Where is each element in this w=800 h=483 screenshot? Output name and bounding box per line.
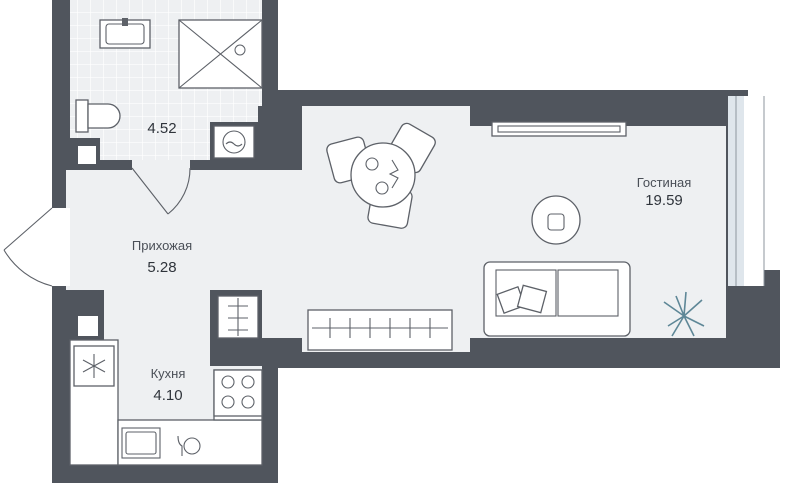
ottoman — [531, 195, 581, 245]
hallway-wardrobe — [217, 295, 259, 339]
dining-set — [326, 122, 436, 229]
sofa — [483, 261, 631, 337]
hallway-label: Прихожая — [132, 238, 192, 253]
fridge — [73, 345, 115, 387]
kitchen-area: 4.10 — [153, 387, 182, 404]
interior-walls — [66, 90, 746, 366]
bathroom-sink — [99, 18, 151, 49]
bathroom-door[interactable] — [131, 160, 191, 215]
hallway-area: 5.28 — [147, 259, 176, 276]
living-area: 19.59 — [645, 192, 683, 209]
shaft — [78, 146, 96, 164]
window — [728, 96, 765, 286]
washing-machine — [213, 125, 255, 159]
living-label: Гостиная — [637, 175, 692, 190]
tv — [491, 121, 627, 137]
kitchen-sink — [121, 427, 161, 459]
stove — [213, 369, 263, 417]
entrance-door[interactable] — [3, 207, 70, 287]
plant-icon — [663, 291, 705, 337]
toilet — [75, 99, 121, 133]
dish-icon — [177, 435, 201, 456]
shaft-kitchen — [78, 316, 98, 336]
bathroom-area: 4.52 — [147, 120, 176, 137]
living-wardrobe — [307, 309, 453, 351]
kitchen-label: Кухня — [151, 366, 186, 381]
shower — [178, 19, 263, 89]
